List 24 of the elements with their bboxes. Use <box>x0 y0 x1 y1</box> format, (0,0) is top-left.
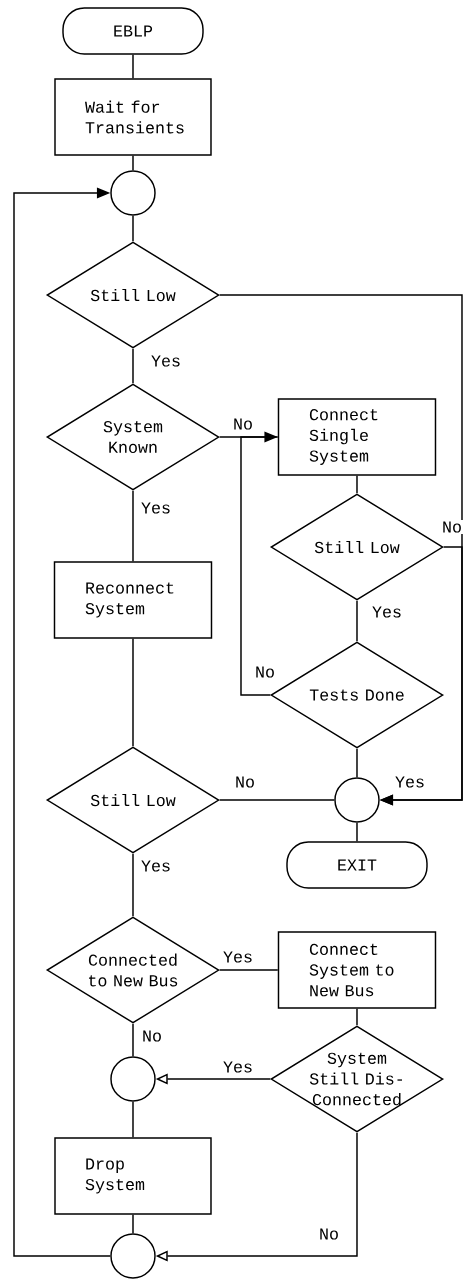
edge-label: No <box>440 520 464 534</box>
process-box: Drop System <box>54 1137 212 1215</box>
edge-label: Yes <box>370 605 404 619</box>
process-box: Connect Single System <box>277 398 437 476</box>
edge-label: Yes <box>221 950 255 964</box>
edge-label: Yes <box>221 1060 255 1074</box>
connector-circle <box>110 1056 156 1102</box>
process-box: Connect System to New Bus <box>277 931 437 1009</box>
arrow <box>13 187 111 1257</box>
edge-label: Yes <box>139 501 173 515</box>
edge-label: No <box>233 775 257 789</box>
edge-label: Yes <box>149 354 183 368</box>
edge-label: No <box>317 1227 341 1241</box>
connector-circle <box>110 1233 156 1279</box>
edge-label: No <box>231 417 255 431</box>
edge-label: No <box>140 1029 164 1043</box>
process-box: Wait for Transients <box>54 78 212 156</box>
connector-circle <box>334 777 380 823</box>
process-box: Reconnect System <box>53 561 213 639</box>
edge-label: Yes <box>139 859 173 873</box>
terminal-box: EXIT <box>286 841 428 889</box>
terminal-box: EBLP <box>62 7 204 55</box>
connector-circle <box>110 170 156 216</box>
label-text: Yes <box>395 776 424 788</box>
